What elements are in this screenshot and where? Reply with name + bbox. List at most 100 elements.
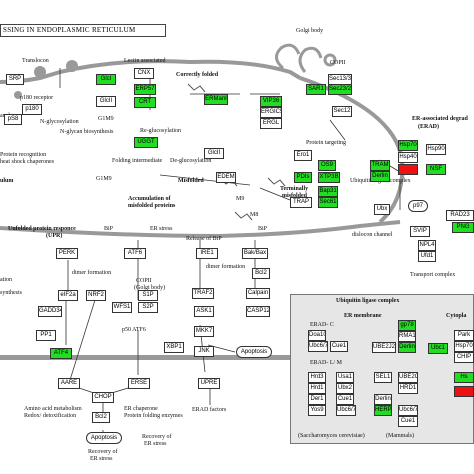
node-nrf2[interactable]: NRF2 — [86, 290, 106, 301]
node-srp[interactable]: SRP — [6, 74, 24, 85]
node-erse[interactable]: ERSE — [128, 378, 150, 389]
node-gp78[interactable]: gp78 — [398, 320, 416, 331]
node-s2p[interactable]: S2P — [138, 302, 158, 313]
node-eif2a[interactable]: eIF2a — [58, 290, 78, 301]
node-ube2g[interactable]: UBE2G — [398, 372, 418, 383]
node-trap[interactable]: TRAP — [290, 197, 312, 208]
node-traf2[interactable]: TRAF2 — [192, 288, 214, 299]
node-s1p[interactable]: S1P — [138, 290, 158, 301]
label-mammals: (Mammals) — [386, 433, 414, 439]
node-ube2j2[interactable]: UBE2J2 — [372, 342, 396, 353]
node-os9[interactable]: OS9 — [318, 160, 336, 171]
node-jnk[interactable]: JNK — [194, 346, 214, 357]
node-atf4[interactable]: ATF4 — [50, 348, 72, 359]
label-dimer-2: dimer formation — [206, 264, 246, 270]
node-ero1[interactable]: Ero1 — [294, 150, 312, 161]
node-cue1[interactable]: Cue1 — [336, 394, 354, 405]
node-bcl2[interactable]: Bcl2 — [92, 412, 110, 423]
node-crt[interactable]: CRT — [134, 97, 156, 108]
node-rma1[interactable]: RMA1 — [398, 331, 416, 342]
node-bap31[interactable]: Bap31 — [318, 186, 338, 197]
node-perk[interactable]: PERK — [56, 248, 78, 259]
node-xbp1[interactable]: XBP1 — [164, 342, 184, 353]
node-apoptosis-1[interactable]: Apoptosis — [86, 432, 122, 444]
node-derlin-3[interactable]: Derlin — [374, 394, 392, 405]
node-ufd1[interactable]: Ufd1 — [418, 251, 436, 262]
node-ermani[interactable]: ERManI — [204, 94, 228, 105]
node-cue1-b[interactable]: Cue1 — [330, 341, 348, 352]
node-usa1[interactable]: Usa1 — [336, 372, 354, 383]
node-casp12[interactable]: CASP12 — [246, 306, 270, 317]
node-sec12[interactable]: Sec12 — [332, 106, 352, 117]
node-hsp70[interactable]: Hsp70 — [398, 140, 418, 151]
node-derlin[interactable]: Derlin — [370, 171, 390, 182]
label-cytoplasm: Cytopla — [446, 313, 467, 319]
node-erp57[interactable]: ERP57 — [134, 84, 156, 95]
node-hrd3[interactable]: Hrd3 — [308, 372, 326, 383]
node-hsp90[interactable]: Hsp90 — [426, 144, 446, 155]
node-hrd1-c[interactable]: HRD1 — [398, 383, 418, 394]
node-upre[interactable]: UPRE — [198, 378, 220, 389]
node-calpain[interactable]: Calpain — [246, 288, 270, 299]
node-pdi[interactable]: PDIs — [294, 172, 312, 183]
node-edem[interactable]: EDEM — [216, 172, 236, 183]
node-bak-bax[interactable]: Bak/Bax — [242, 248, 268, 259]
node-uggt[interactable]: UGGT — [134, 137, 158, 148]
node-ubc6[interactable]: Ubc6/7 — [336, 405, 356, 416]
node-ergl[interactable]: ERGL — [260, 118, 282, 129]
node-glcII-b[interactable]: GlcII — [204, 148, 224, 159]
node-yos9[interactable]: Yos9 — [308, 405, 326, 416]
node-glcI[interactable]: GlcI — [96, 74, 116, 85]
node-aare[interactable]: AARE — [58, 378, 80, 389]
node-atf6[interactable]: ATF6 — [124, 248, 146, 259]
node-sel1[interactable]: SEL1 — [374, 372, 392, 383]
node-ask1[interactable]: ASK1 — [194, 306, 214, 317]
node-cnx[interactable]: CNX — [134, 68, 154, 79]
node-rad23[interactable]: RAD23 — [446, 210, 474, 221]
node-sec23[interactable]: Sec23/24 — [328, 84, 352, 95]
node-hsp40[interactable]: Hsp40 — [398, 152, 418, 163]
node-png[interactable]: PNG — [452, 222, 474, 233]
node-npl4[interactable]: NPL4 — [418, 240, 436, 251]
node-hsp70-b[interactable]: Hsp70 — [454, 341, 474, 352]
node-mkk7[interactable]: MKK7 — [194, 326, 214, 337]
label-recovery-2: ER stress — [90, 456, 113, 462]
node-der1[interactable]: Der1 — [308, 394, 326, 405]
label-copii-mid: COPII — [136, 278, 152, 284]
node-red-marker-2[interactable] — [454, 386, 474, 397]
node-chop[interactable]: CHOP — [92, 392, 114, 403]
node-bcl2-b[interactable]: Bcl2 — [252, 268, 270, 279]
node-cue1-c[interactable]: Cue1 — [398, 416, 418, 427]
node-vip36[interactable]: VIP36 — [260, 96, 282, 107]
node-ubx[interactable]: Ubx — [374, 204, 390, 215]
node-ubc1[interactable]: Ubc1 — [428, 343, 448, 354]
node-ubc6-c[interactable]: Ubc6/7 — [398, 405, 418, 416]
node-p180[interactable]: p180 — [22, 104, 42, 115]
node-hrd1[interactable]: Hrd1 — [308, 383, 326, 394]
node-ubx2[interactable]: Ubx2 — [336, 383, 354, 394]
node-herp[interactable]: HERP — [374, 405, 392, 416]
node-xtp3b[interactable]: XTP3B — [318, 172, 340, 183]
node-pp1[interactable]: PP1 — [36, 330, 56, 341]
node-p97[interactable]: p97 — [408, 200, 428, 212]
node-red-marker[interactable] — [398, 164, 418, 175]
node-sar1[interactable]: SAR1 — [306, 84, 326, 95]
node-doa10[interactable]: Doa10 — [308, 330, 326, 341]
node-p180-receptor-b[interactable]: pS8 — [4, 114, 22, 125]
node-ire1[interactable]: IRE1 — [196, 248, 218, 259]
node-wfs1[interactable]: WFS1 — [112, 302, 132, 313]
node-ergic53[interactable]: ERGIC53 — [260, 107, 282, 118]
node-ubc6-b[interactable]: Ubc6/7 — [308, 341, 328, 352]
node-svip[interactable]: SVIP — [410, 226, 430, 237]
node-chip[interactable]: CHIP — [454, 352, 474, 363]
node-derlin-2[interactable]: Derlin — [398, 342, 416, 353]
node-parkin[interactable]: Park — [454, 330, 474, 341]
node-glcII[interactable]: GlcII — [96, 96, 116, 107]
node-sec61[interactable]: Sec61 — [318, 197, 338, 208]
node-gadd34[interactable]: GADD34 — [38, 306, 62, 317]
node-apoptosis-2[interactable]: Apoptosis — [236, 346, 272, 358]
node-nsf[interactable]: NSF — [426, 164, 446, 175]
node-hsp70-c[interactable]: Hs — [454, 372, 474, 383]
node-sec13[interactable]: Sec13/31 — [328, 74, 352, 85]
node-tram[interactable]: TRAM — [370, 160, 390, 171]
